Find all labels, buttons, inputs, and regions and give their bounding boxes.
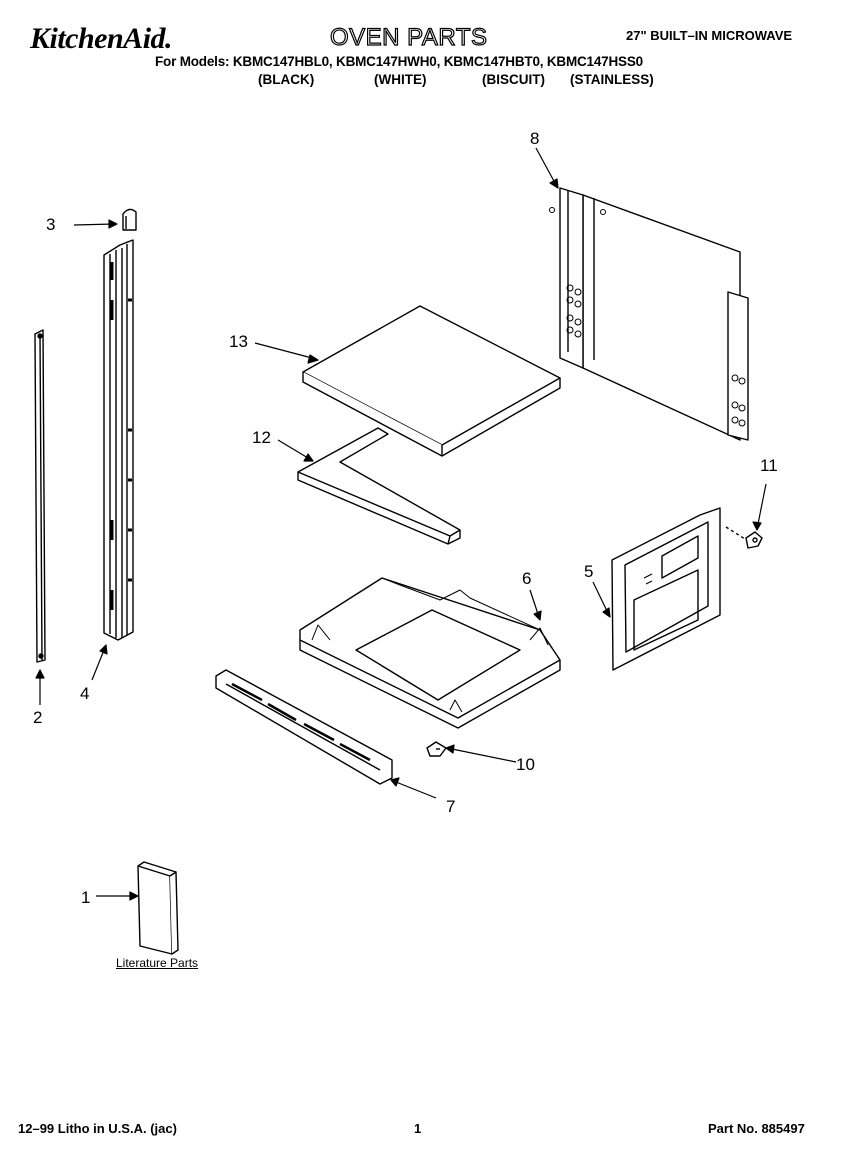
part-11-screw [725, 526, 763, 549]
callout-7: 7 [446, 797, 456, 816]
models-line: For Models: KBMC147HBL0, KBMC147HWH0, KB… [155, 54, 643, 69]
callout-2: 2 [33, 708, 43, 727]
footer-page-number: 1 [414, 1121, 422, 1136]
part-4-vent-strip [103, 239, 134, 641]
part-13-top-plate [302, 305, 561, 457]
callout-8: 8 [530, 129, 540, 148]
callout-12: 12 [252, 428, 271, 447]
brand-logo: KitchenAid. [30, 22, 173, 55]
callout-5: 5 [584, 562, 594, 581]
footer-part-number: Part No. 885497 [708, 1121, 805, 1136]
callout-1: 1 [81, 888, 91, 907]
color-label-stainless: (STAINLESS) [570, 72, 654, 87]
part-12-frame-seal [297, 427, 461, 545]
callout-10: 10 [516, 755, 535, 774]
color-label-white: (WHITE) [374, 72, 427, 87]
part-5-side-bracket [611, 507, 721, 671]
footer-print-info: 12–99 Litho in U.S.A. (jac) [18, 1121, 177, 1136]
callout-6: 6 [522, 569, 532, 588]
callout-4: 4 [80, 684, 90, 703]
part-10-screw [426, 741, 447, 757]
callout-13: 13 [229, 332, 248, 351]
leader-lines [35, 147, 767, 901]
part-1-literature [137, 861, 179, 955]
color-label-biscuit: (BISCUIT) [482, 72, 545, 87]
part-6-floor-tray [299, 577, 561, 729]
page-title: OVEN PARTS [329, 23, 488, 51]
color-label-black: (BLACK) [258, 72, 315, 87]
callout-11: 11 [760, 456, 778, 475]
part-8-side-panel [549, 187, 749, 441]
part-3-cap [122, 208, 137, 231]
literature-parts-label: Literature Parts [116, 956, 199, 970]
page-subtitle: 27" BUILT–IN MICROWAVE [626, 28, 793, 43]
part-7-front-trim [215, 669, 393, 785]
part-2-trim-bar [34, 329, 46, 663]
callout-3: 3 [46, 215, 56, 234]
